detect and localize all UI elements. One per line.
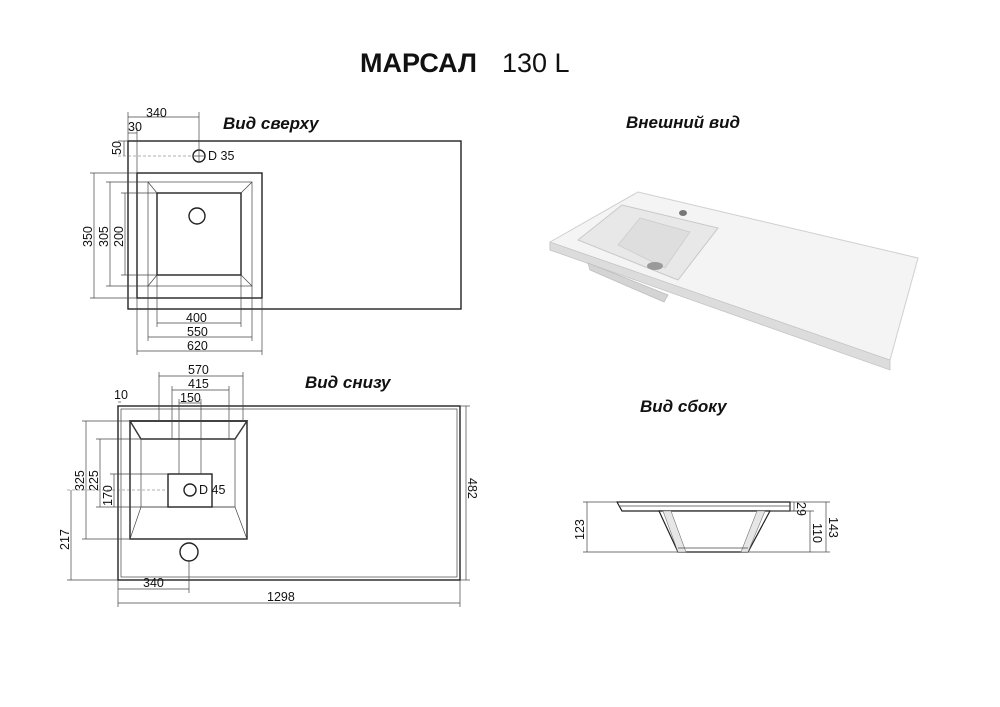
- dim-top-620: 620: [187, 339, 208, 353]
- dim-bottom-482: 482: [465, 478, 479, 499]
- dim-bottom-10: 10: [114, 388, 128, 402]
- dim-bottom-225: 225: [87, 470, 101, 491]
- bottom-view-title: Вид снизу: [305, 373, 392, 392]
- top-view-title: Вид сверху: [223, 114, 320, 133]
- dim-side-143: 143: [826, 517, 840, 538]
- dim-hole-d35: D 35: [208, 149, 234, 163]
- bottom-faucet-hole: [179, 542, 199, 562]
- bottom-basin-outer: [129, 420, 248, 540]
- external-view: Внешний вид: [549, 113, 919, 371]
- dim-bottom-170: 170: [101, 485, 115, 506]
- top-view-outline: [127, 140, 462, 310]
- dim-bottom-150: 150: [180, 391, 201, 405]
- dim-bottom-340: 340: [143, 576, 164, 590]
- dim-side-123: 123: [573, 519, 587, 540]
- dim-bottom-325: 325: [73, 470, 87, 491]
- dim-top-350: 350: [81, 226, 95, 247]
- bottom-drain-box: [167, 473, 213, 508]
- bottom-view: Вид снизу D 45 570 415 150 10: [58, 363, 479, 607]
- external-faucet-hole: [679, 210, 687, 216]
- external-drain: [647, 262, 663, 270]
- dim-top-400: 400: [186, 311, 207, 325]
- dim-side-110: 110: [810, 523, 824, 543]
- dim-top-30: 30: [128, 120, 142, 134]
- top-basin-outer: [136, 172, 263, 299]
- dim-drain-d45: D 45: [199, 483, 225, 497]
- dim-bottom-217: 217: [58, 529, 72, 550]
- dim-top-305: 305: [97, 226, 111, 247]
- dim-top-550: 550: [187, 325, 208, 339]
- side-view: Вид сбоку 123 29 110 143: [573, 397, 840, 553]
- dim-bottom-570: 570: [188, 363, 209, 377]
- top-view: Вид сверху 340 30 D 35 50 350: [81, 106, 462, 355]
- dim-top-50: 50: [110, 141, 124, 155]
- bottom-view-outline: [117, 405, 461, 581]
- top-basin-bottom: [156, 192, 242, 276]
- external-view-title: Внешний вид: [626, 113, 740, 132]
- bottom-drain-hole: [183, 483, 197, 497]
- top-basin-rim: [147, 181, 253, 287]
- dim-side-29: 29: [794, 502, 808, 516]
- top-drain-hole: [188, 207, 206, 225]
- side-view-title: Вид сбоку: [640, 397, 728, 416]
- model-label: 130 L: [502, 48, 570, 78]
- dim-top-340: 340: [146, 106, 167, 120]
- dim-top-200: 200: [112, 226, 126, 247]
- product-title: МАРСАЛ: [360, 48, 477, 78]
- dim-bottom-415: 415: [188, 377, 209, 391]
- dim-bottom-1298: 1298: [267, 590, 295, 604]
- side-countertop: [615, 501, 791, 512]
- bottom-view-inner: [120, 408, 458, 578]
